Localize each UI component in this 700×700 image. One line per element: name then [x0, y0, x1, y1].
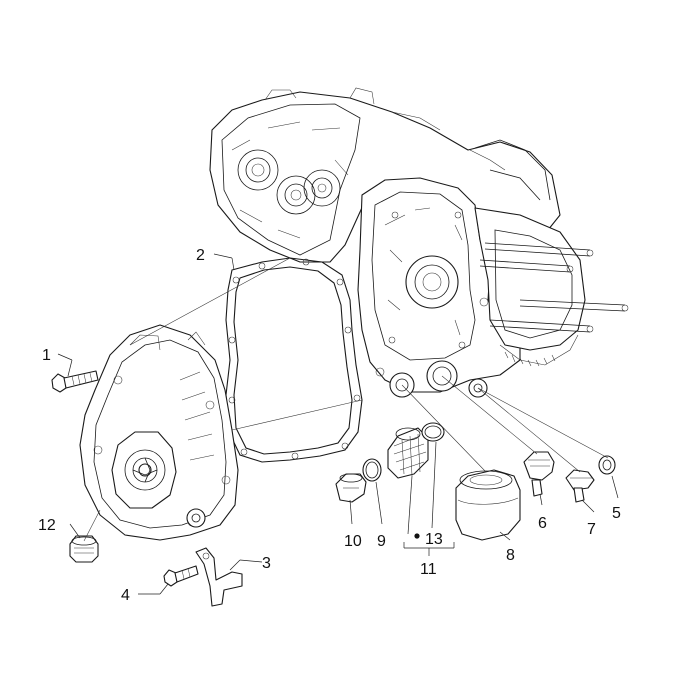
sensor-7	[565, 469, 595, 503]
callout-1: 1	[42, 347, 51, 364]
washer-5	[598, 455, 616, 475]
drain-plug-12	[69, 535, 99, 563]
bolt-4	[163, 565, 199, 587]
plug-10	[335, 473, 367, 503]
callout-10: 10	[344, 533, 362, 550]
callout-9: 9	[377, 533, 386, 550]
callout-5: 5	[612, 505, 621, 522]
callout-2: 2	[196, 247, 205, 264]
o-ring-9	[362, 458, 382, 482]
callout-11: 11	[420, 561, 437, 578]
callout-3: 3	[262, 555, 271, 572]
callout-labels: 1 2 3 4 5 6 7 8 9 10 11 12 13	[38, 247, 621, 604]
crankcase-assembly	[209, 87, 629, 398]
cover-gasket	[225, 257, 363, 463]
flywheel-cover	[79, 324, 239, 541]
filter-screen-11	[387, 427, 429, 479]
oil-filter-8	[455, 469, 521, 541]
callout-11-dot	[414, 533, 420, 539]
fitting-6	[523, 451, 555, 497]
bracket-3	[195, 547, 243, 607]
callout-6: 6	[538, 515, 547, 532]
bolt-1	[51, 370, 99, 393]
callout-8: 8	[506, 547, 515, 564]
leader-lines	[57, 253, 619, 595]
callout-12: 12	[38, 517, 56, 534]
callout-13: 13	[425, 531, 443, 548]
callout-7: 7	[587, 521, 596, 538]
callout-4: 4	[121, 587, 130, 604]
o-ring-13	[421, 422, 445, 442]
